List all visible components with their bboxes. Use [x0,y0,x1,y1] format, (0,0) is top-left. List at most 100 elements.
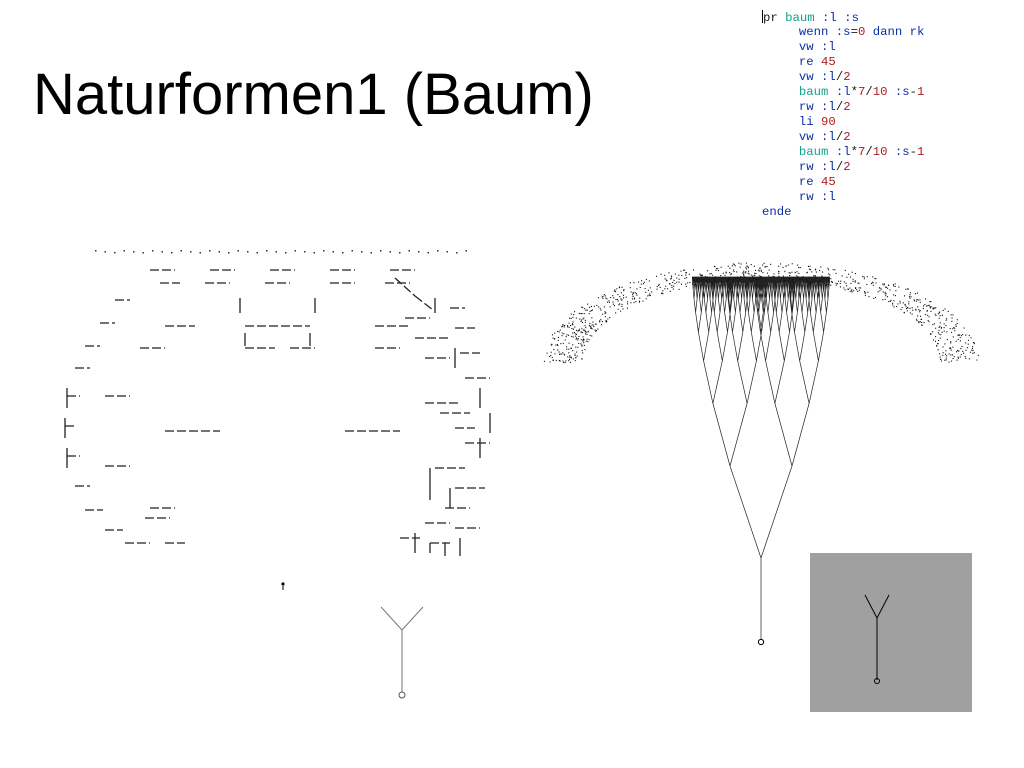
canopy-speck [730,274,732,276]
canopy-speck [660,273,662,275]
canopy-speck [903,312,905,314]
canopy-speck [753,265,755,267]
canopy-speck [965,349,967,351]
canopy-speck [563,353,565,355]
canopy-speck [901,307,903,309]
canopy-speck [575,329,577,331]
canopy-speck [778,271,780,273]
canopy-speck [748,270,750,272]
canopy-speck [825,284,827,286]
canopy-speck [946,355,948,357]
canopy-speck [745,262,747,264]
canopy-speck [604,295,606,297]
canopy-speck [791,279,793,281]
canopy-speck [972,352,974,354]
canopy-speck [957,357,959,359]
code-token: li [798,115,822,129]
canopy-speck [965,357,967,359]
pixel-dot [285,252,287,254]
canopy-speck [815,271,817,273]
code-token: / [835,130,844,144]
canopy-speck [732,269,734,271]
canopy-speck [597,328,599,330]
pixel-dot [418,251,420,253]
canopy-speck [658,284,660,286]
canopy-speck [594,329,596,331]
canopy-speck [811,271,813,273]
canopy-speck [586,338,588,340]
canopy-speck [633,302,635,304]
canopy-speck [572,324,574,326]
canopy-speck [567,326,569,328]
canopy-speck [882,291,884,293]
canopy-speck [951,331,953,333]
pixel-dot [370,252,372,254]
canopy-speck [700,275,702,277]
canopy-speck [841,275,843,277]
canopy-speck [746,265,748,267]
canopy-speck [885,293,887,295]
canopy-speck [866,276,868,278]
canopy-speck [556,344,558,346]
canopy-speck [928,316,930,318]
code-token: 2 [843,70,851,84]
canopy-speck [950,314,952,316]
canopy-speck [612,295,614,297]
canopy-speck [847,288,849,290]
canopy-speck [590,310,592,312]
canopy-speck [633,297,635,299]
canopy-speck [828,273,830,275]
canopy-speck [673,279,675,281]
canopy-speck [773,273,775,275]
canopy-speck [937,349,939,351]
canopy-speck [850,283,852,285]
canopy-speck [572,350,574,352]
canopy-speck [609,317,611,319]
canopy-speck [909,307,911,309]
canopy-speck [562,324,564,326]
canopy-speck [945,319,947,321]
canopy-speck [904,295,906,297]
code-token [762,190,799,204]
canopy-speck [937,313,939,315]
gray-y-left [864,594,878,619]
canopy-speck [889,300,891,302]
canopy-speck [725,271,727,273]
canopy-speck [915,300,917,302]
code-token: baum [777,11,823,25]
canopy-speck [639,300,641,302]
canopy-speck [575,335,577,337]
canopy-speck [940,327,942,329]
canopy-speck [919,301,921,303]
canopy-speck [572,344,574,346]
canopy-speck [755,269,757,271]
code-token: - [909,145,918,159]
canopy-speck [713,277,715,279]
canopy-speck [614,289,616,291]
canopy-speck [925,298,927,300]
canopy-speck [630,302,632,304]
canopy-speck [706,276,708,278]
canopy-speck [580,339,582,341]
code-line: re 45 [762,55,924,70]
canopy-speck [939,325,941,327]
canopy-speck [889,289,891,291]
canopy-speck [892,302,894,304]
canopy-speck [745,267,747,269]
canopy-speck [565,336,567,338]
canopy-speck [972,347,974,349]
canopy-speck [701,275,703,277]
canopy-speck [558,351,560,353]
canopy-speck [919,321,921,323]
canopy-speck [561,353,563,355]
canopy-speck [709,279,711,281]
canopy-speck [944,308,946,310]
canopy-speck [581,344,583,346]
code-token [762,70,799,84]
canopy-speck [717,268,719,270]
canopy-speck [658,283,660,285]
canopy-speck [564,324,566,326]
canopy-speck [952,328,954,330]
canopy-speck [838,280,840,282]
canopy-speck [701,279,703,281]
